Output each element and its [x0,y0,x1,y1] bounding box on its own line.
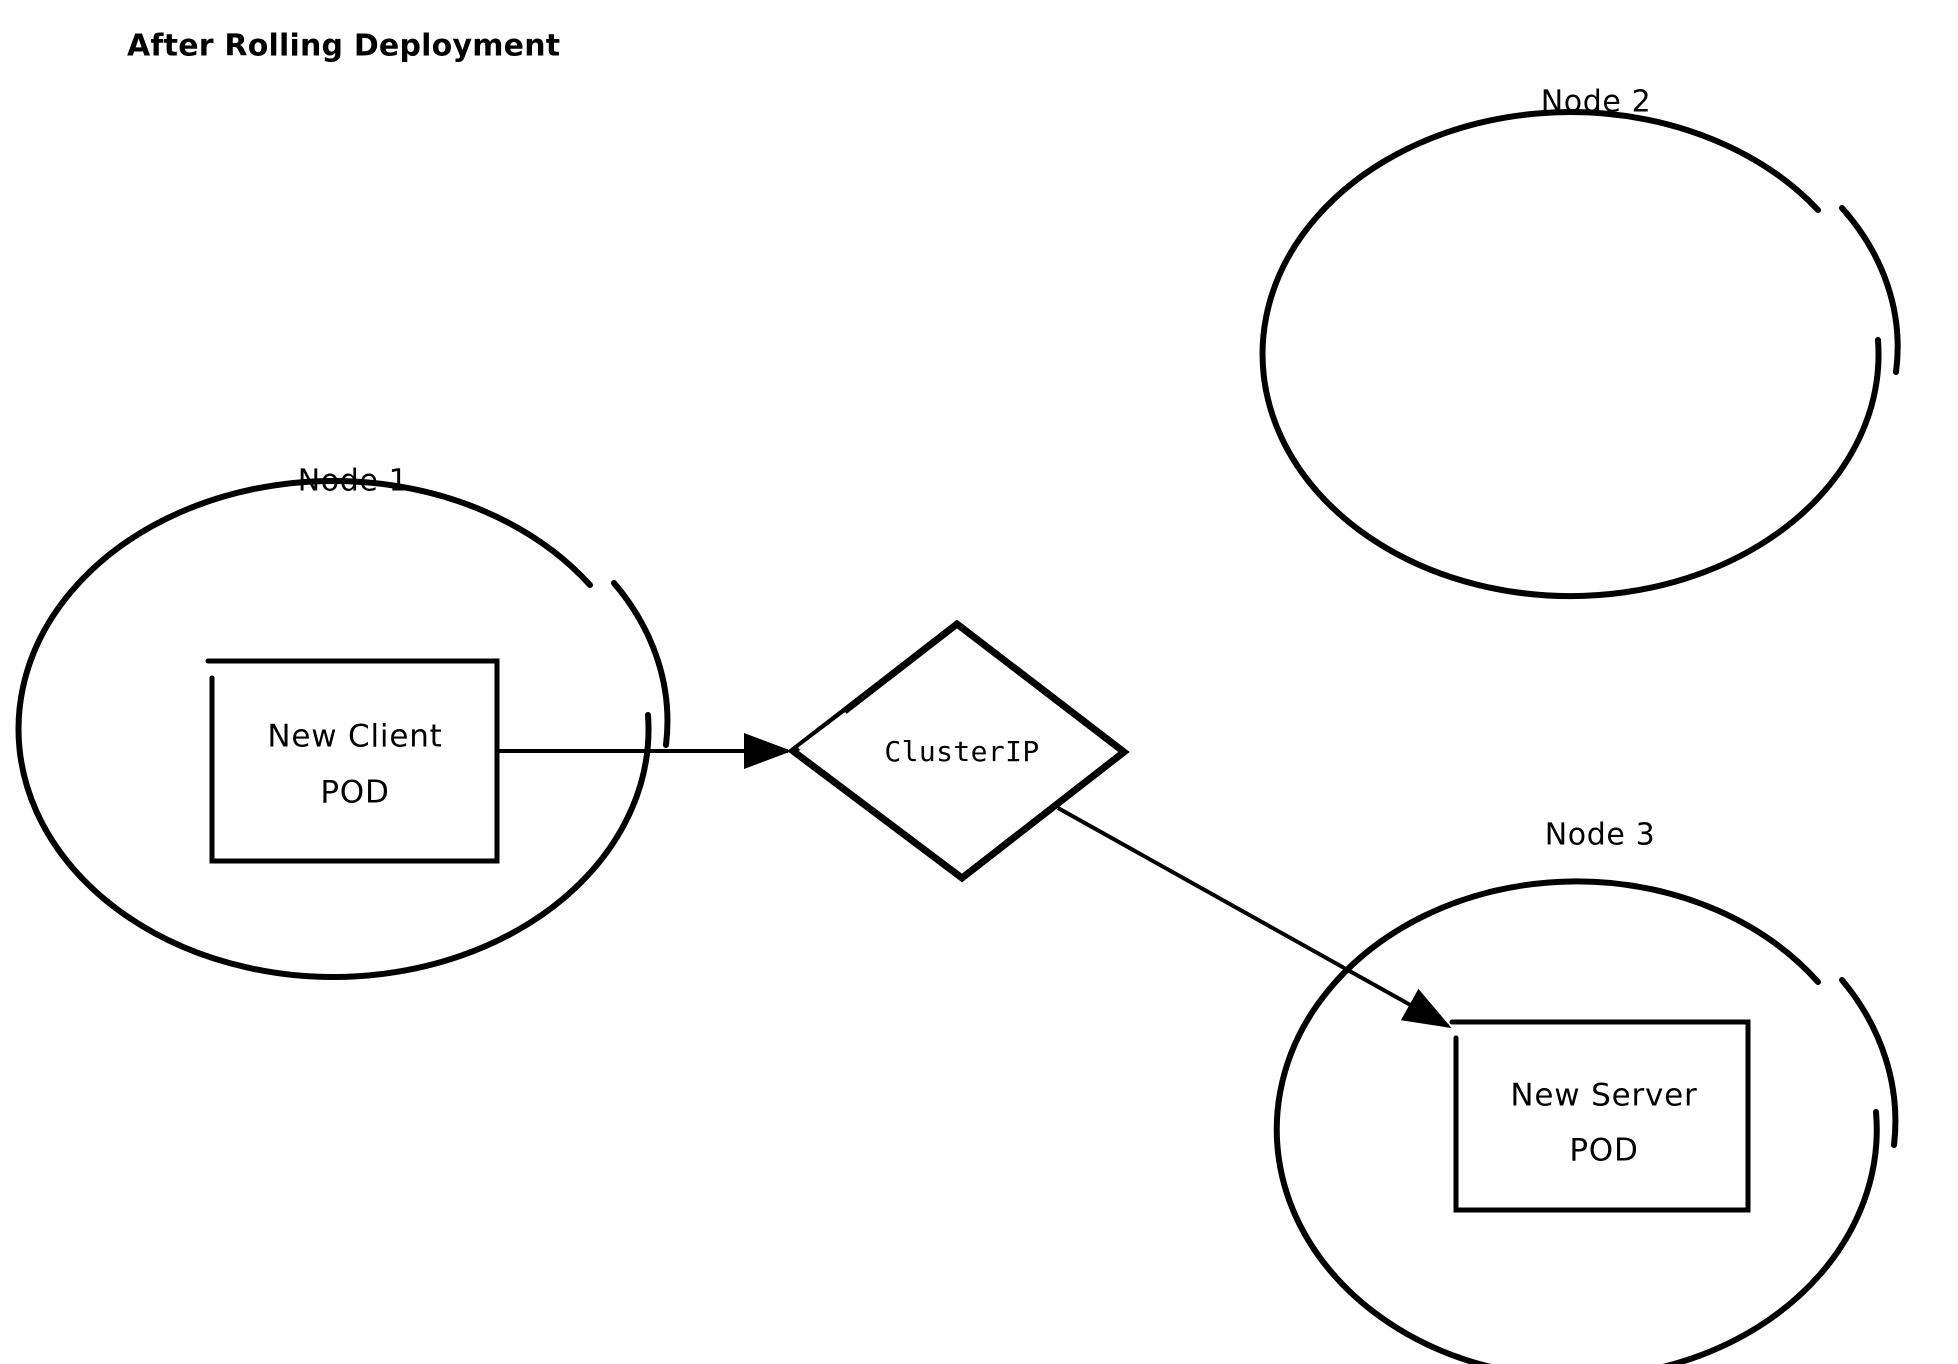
new-client-pod-group[interactable]: New Client POD [205,658,500,864]
clusterip-label: ClusterIP [884,735,1039,768]
node-3-label: Node 3 [1545,818,1656,853]
node-2-group[interactable]: Node 2 [1259,85,1901,600]
new-server-pod-label-line2: POD [1569,1133,1638,1169]
node-3-ellipse-tail [1839,977,1899,1148]
new-client-pod-label-line1: New Client [267,719,442,755]
clusterip-diamond [787,619,1130,883]
service-to-server-connector[interactable] [1057,806,1452,1028]
node-2-label: Node 2 [1541,85,1652,120]
node-2-ellipse-tail [1839,205,1901,375]
node-1-label: Node 1 [298,464,409,499]
node-2-ellipse [1259,109,1882,600]
node-1-ellipse-tail [611,580,671,748]
page-title: After Rolling Deployment [127,29,560,64]
service-to-server-line [1057,806,1452,1028]
clusterip-service-group[interactable]: ClusterIP [787,619,1130,883]
new-client-pod-label-line2: POD [320,775,389,811]
clusterip-diamond-highlight [798,712,847,750]
new-server-pod-group[interactable]: New Server POD [1449,1019,1751,1213]
new-client-pod-box [205,658,500,864]
new-server-pod-box [1449,1019,1751,1213]
new-server-pod-label-line1: New Server [1510,1078,1697,1114]
